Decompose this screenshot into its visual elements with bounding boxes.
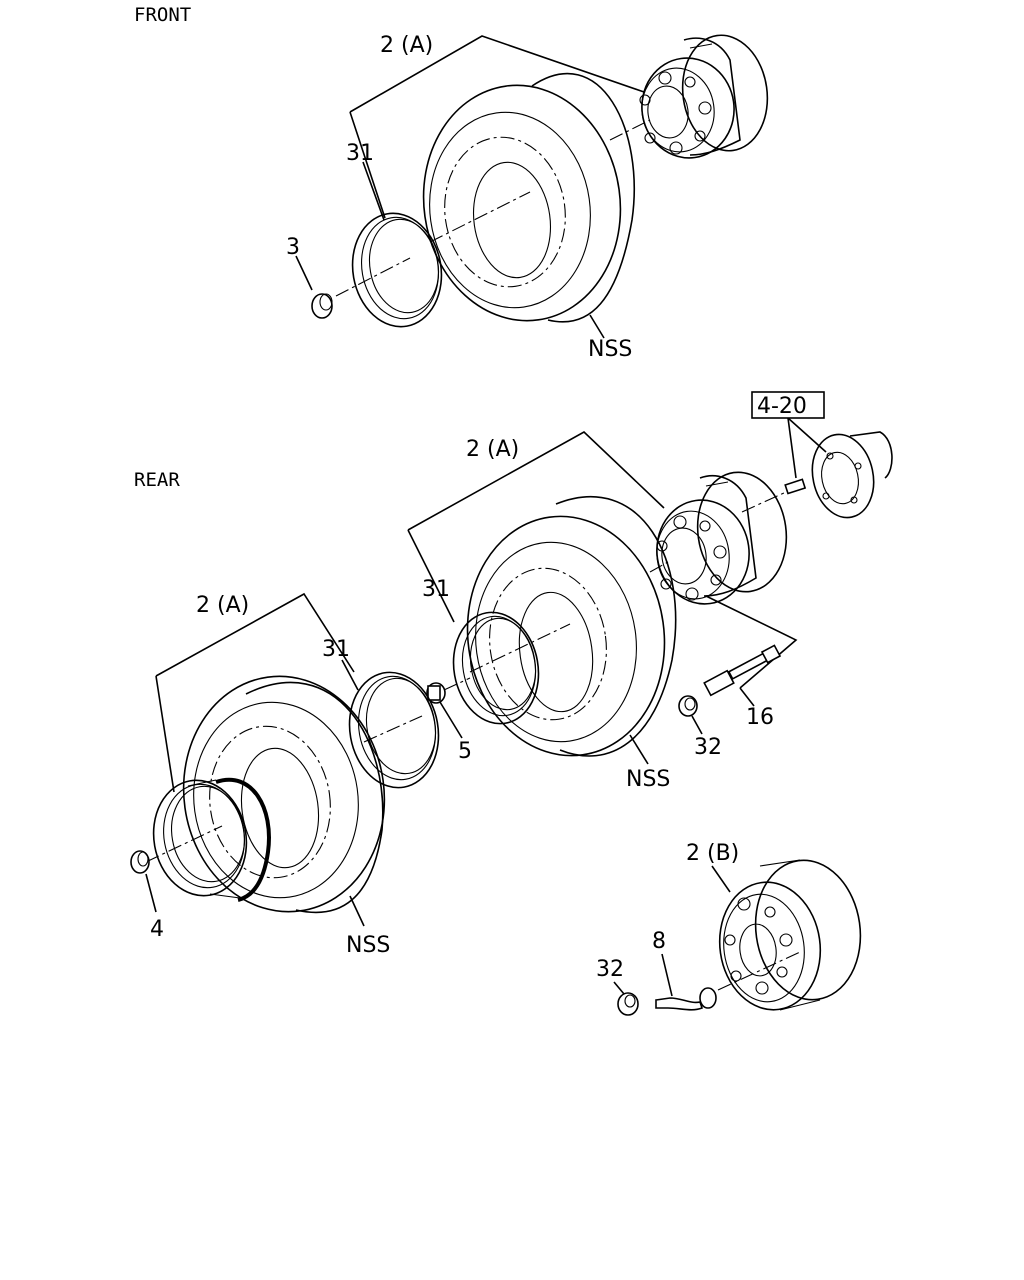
rear-outer-ring-label: 31 [322, 637, 350, 662]
front-nut-leader [295, 255, 313, 291]
spare-valve-leader [661, 953, 673, 997]
rear-bolt [703, 644, 782, 697]
spare-valve-label: 8 [652, 929, 666, 954]
rear-outer-assembly-bracket [155, 592, 355, 793]
front-assembly-label: 2 (A) [380, 33, 433, 58]
rear-bolt-leader [705, 595, 798, 707]
rear-spacer [426, 682, 446, 704]
spare-wheel-label: 2 (B) [686, 841, 739, 866]
spare-wheel-axis [717, 951, 801, 991]
hub-axis [741, 491, 787, 513]
front-ring-label: 31 [346, 141, 374, 166]
front-nut [311, 293, 333, 319]
spare-nut [617, 992, 639, 1016]
rear-inner-tire-label: NSS [626, 767, 670, 792]
rear-inner-nut-label: 32 [694, 735, 722, 760]
rear-outer-rim [152, 777, 271, 902]
rear-inner-axis [649, 561, 669, 573]
rear-outer-tire [182, 675, 386, 914]
hub-assembly [811, 431, 893, 519]
rear-inner-wheel-rim [656, 471, 788, 605]
front-wheel-rim [639, 34, 769, 159]
rear-outer-assembly-label: 2 (A) [196, 593, 249, 618]
rear-outer-ring-leader [341, 659, 359, 691]
rear-spacer-axis [443, 677, 471, 691]
front-tire-label: NSS [588, 337, 632, 362]
hub-ref-leaders [787, 417, 827, 479]
rear-outer-nut-label: 4 [150, 917, 164, 942]
rear-inner-assembly-label: 2 (A) [466, 437, 519, 462]
rear-outer-tire-label: NSS [346, 933, 390, 958]
spare-wheel-leader [711, 865, 731, 893]
rear-outer-ring [348, 671, 440, 789]
rear-inner-ring-label: 31 [422, 577, 450, 602]
rear-inner-ring [452, 611, 540, 725]
rear-spacer-label: 5 [458, 739, 472, 764]
rear-spacer-leader [439, 701, 463, 739]
rear-inner-assembly-bracket [407, 431, 665, 623]
front-tire [422, 72, 636, 323]
spare-nut-label: 32 [596, 957, 624, 982]
rear-inner-nut-leader [691, 715, 703, 735]
rear-outer-tire-leader [349, 895, 365, 927]
rear-outer-nut [130, 850, 150, 874]
front-ring-leader [362, 161, 385, 221]
rear-section-title: REAR [134, 469, 180, 491]
front-section-title: FRONT [134, 4, 191, 26]
hub-stud [784, 478, 807, 495]
hub-ref-label: 4-20 [757, 394, 807, 419]
rear-inner-tire [466, 496, 677, 757]
front-ring [351, 212, 443, 328]
rear-inner-nut [678, 695, 698, 717]
front-tire-leader [589, 314, 605, 339]
rear-outer-ring-axis [363, 715, 423, 743]
spare-valve [655, 987, 717, 1011]
rear-outer-axis [145, 825, 223, 863]
spare-wheel [718, 859, 862, 1011]
rear-outer-nut-leader [145, 873, 157, 913]
rear-inner-tire-leader [629, 734, 649, 765]
front-nut-label: 3 [286, 235, 300, 260]
front-assembly-bracket [349, 35, 645, 219]
spare-nut-leader [613, 981, 625, 995]
rear-bolt-label: 16 [746, 705, 774, 730]
front-ring-axis [335, 257, 411, 297]
front-axis-line [609, 119, 651, 141]
